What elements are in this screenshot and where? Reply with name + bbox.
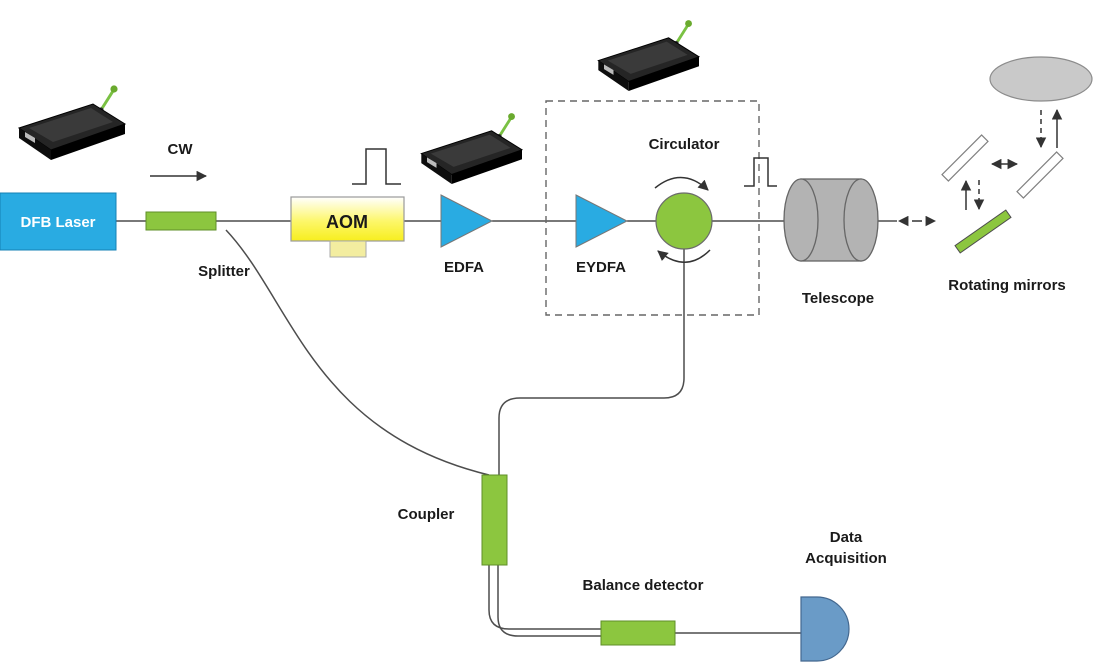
coupler-label: Coupler: [398, 506, 455, 523]
aom-label: AOM: [326, 212, 368, 232]
fiber-coupler-detector-1: [488, 565, 601, 630]
balance-detector-box: [600, 620, 676, 646]
data-acquisition-label-line1: Data: [830, 529, 863, 546]
fiber-splitter-coupler: [225, 229, 490, 476]
telescope-left-lens: [783, 178, 819, 262]
laser-driver-device-icon: [596, 18, 701, 93]
telescope: Telescope: [783, 178, 879, 307]
splitter-label: Splitter: [198, 263, 250, 280]
rotating-mirrors: Rotating mirrors: [897, 56, 1093, 294]
fiber-lower-routing: [225, 229, 801, 637]
eydfa-label: EYDFA: [576, 259, 626, 276]
pulse-waveform-icon: [352, 148, 401, 185]
cw-annotation: CW: [150, 141, 208, 182]
cw-label: CW: [168, 141, 194, 158]
eydfa: EYDFA: [575, 194, 629, 276]
dfb-laser-label: DFB Laser: [20, 214, 95, 231]
eydfa-amplifier-triangle: [575, 194, 629, 248]
telescope-right-lens: [843, 178, 879, 262]
mirror-green: [954, 209, 1012, 254]
mirror-white-1: [941, 134, 989, 182]
data-acquisition-shape: [800, 596, 850, 662]
laser-driver-device-icon: [17, 83, 127, 162]
edfa-label: EDFA: [444, 259, 484, 276]
telescope-label: Telescope: [802, 290, 874, 307]
fiber-circulator-coupler: [498, 249, 685, 475]
circulator-circle: [655, 192, 713, 250]
balance-detector-label: Balance detector: [583, 577, 704, 594]
pulse-waveform-icon: [744, 157, 777, 187]
dfb-laser: DFB Laser: [0, 192, 117, 251]
scan-target-ellipse: [989, 56, 1093, 102]
circulator-label: Circulator: [649, 136, 720, 153]
circulator-arrow-bottom-icon: [657, 249, 711, 263]
data-acquisition-label-line2: Acquisition: [805, 550, 887, 567]
aom-tab: [329, 240, 367, 258]
data-acquisition: Data Acquisition: [800, 529, 887, 662]
splitter: Splitter: [145, 211, 250, 280]
laser-driver-device-icon: [419, 111, 524, 186]
edfa-amplifier-triangle: [440, 194, 494, 248]
edfa: EDFA: [440, 194, 494, 276]
aom: AOM: [290, 148, 405, 258]
fiber-coupler-detector-2: [497, 565, 601, 637]
coupler: Coupler: [398, 474, 508, 566]
rotating-mirrors-label: Rotating mirrors: [948, 277, 1066, 294]
circulator: Circulator: [649, 136, 777, 263]
balance-detector: Balance detector: [583, 577, 704, 646]
mirror-white-2: [1016, 151, 1064, 199]
coupler-box: [481, 474, 508, 566]
dashed-enclosure: [545, 100, 760, 316]
aom-box: [290, 196, 405, 242]
circulator-arrow-top-icon: [654, 176, 709, 191]
dfb-laser-box: [0, 192, 117, 251]
splitter-box: [145, 211, 217, 231]
